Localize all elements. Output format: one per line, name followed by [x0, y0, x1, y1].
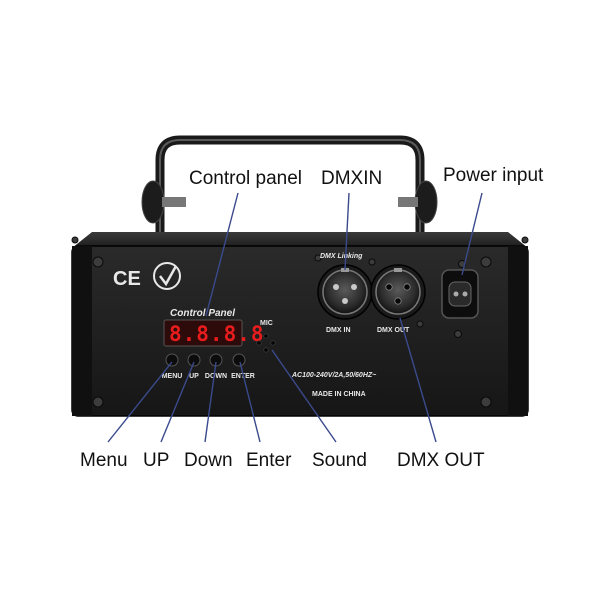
dmx-in-connector[interactable]: [317, 264, 373, 320]
origin-label: MADE IN CHINA: [312, 391, 366, 398]
enter-leader: [239, 361, 261, 443]
dmx-in-leader: [344, 192, 350, 271]
control-panel-title: Control Panel: [170, 308, 235, 319]
up-button[interactable]: [187, 353, 201, 367]
down-button-label: DOWN: [205, 373, 227, 380]
led-display: [163, 319, 243, 347]
mounting-bracket: [141, 135, 438, 240]
power-inlet[interactable]: [441, 269, 479, 319]
callout-up: UP: [143, 450, 170, 471]
housing-screws: [71, 236, 529, 408]
menu-button[interactable]: [165, 353, 179, 367]
dmx-out-connector[interactable]: [370, 264, 426, 320]
enter-button[interactable]: [232, 353, 246, 367]
sound-leader: [271, 349, 337, 443]
down-leader: [204, 361, 217, 443]
callout-down: Down: [184, 450, 233, 471]
callout-sound: Sound: [312, 450, 367, 471]
control-panel-leader: [205, 192, 239, 317]
up-leader: [160, 361, 195, 443]
callout-enter: Enter: [246, 450, 292, 471]
dmx-out-label: DMX OUT: [377, 327, 410, 334]
housing-top: [72, 232, 528, 248]
callout-dmx-in: DMXIN: [321, 168, 383, 189]
callout-dmx-out: DMX OUT: [397, 450, 485, 471]
mic-label: MIC: [260, 320, 273, 327]
power-input-leader: [461, 192, 483, 276]
menu-leader: [107, 361, 173, 443]
callout-control-panel: Control panel: [189, 168, 303, 189]
menu-button-label: MENU: [162, 373, 183, 380]
dmx-out-leader: [399, 317, 437, 443]
leader-lines: [107, 192, 483, 443]
certification-icon: [153, 262, 181, 290]
control-buttons[interactable]: [165, 353, 246, 367]
voltage-label: AC100-240V/2A,50/60HZ~: [291, 372, 376, 379]
callout-menu: Menu: [80, 450, 128, 471]
up-button-label: UP: [189, 373, 199, 380]
bracket-knob-left: [141, 180, 165, 224]
dmx-linking-label: DMX Linking: [320, 253, 363, 260]
dmx-in-label: DMX IN: [326, 327, 351, 334]
bracket-knob-right: [414, 180, 438, 224]
callout-power-input: Power input: [443, 165, 544, 186]
microphone-grille: [256, 333, 276, 353]
led-display-digits: 8.8.8.8: [169, 322, 265, 346]
ce-mark: CE: [113, 268, 141, 290]
